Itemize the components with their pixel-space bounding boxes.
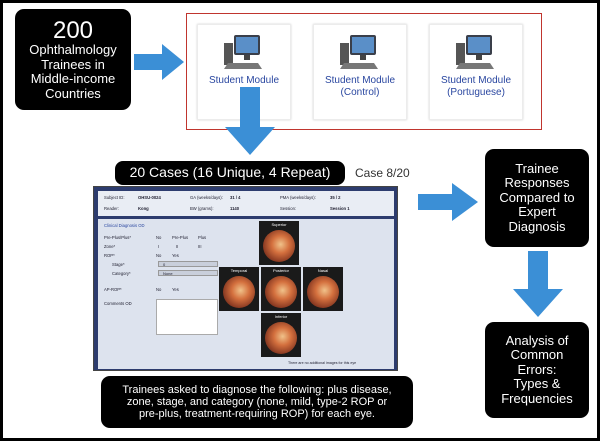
responses-line-3: Compared to [499,189,575,205]
reader-value: Kong [138,206,149,211]
comments-textarea[interactable] [156,299,218,335]
analysis-line-1: Analysis of [505,332,569,348]
aprop-option-no[interactable]: No [156,287,162,292]
zone-option-3[interactable]: III [198,244,202,249]
trainees-count: 200 [52,16,94,44]
responses-line-1: Trainee [515,160,559,176]
analysis-line-3: Errors: [517,361,557,377]
category-value: None [163,271,173,276]
subject-id-label: Subject ID: [104,195,125,200]
trainees-box: 200 Ophthalmology Trainees in Middle-inc… [15,9,131,110]
stage-label: Stage* [112,262,125,267]
arrow-down-icon [513,251,563,317]
fundus-inferior-image[interactable]: Inferior [261,313,301,357]
trainees-line-2: Trainees in [41,56,105,72]
comments-label: Comments OD [104,301,132,306]
instructions-line-1: Trainees asked to diagnose the following… [122,383,392,396]
plus-label: Pre-Plus/Plus* [104,235,131,240]
case-review-screenshot: Subject ID: OHSU-0024 GA (weeks/days): 3… [93,186,398,371]
fundus-nasal-image[interactable]: Nasal [303,267,343,311]
module-label-line-2: (Portuguese) [447,87,505,98]
trainees-line-1: Ophthalmology [29,42,117,57]
student-module-portuguese-card[interactable]: Student Module (Portuguese) [429,24,523,120]
fundus-temporal-label: Temporal [230,268,248,273]
computer-icon [224,35,262,69]
aprop-label: AP-ROP* [104,287,122,292]
analysis-line-4: Types & [513,376,561,392]
module-label-line-2: (Control) [340,87,380,98]
module-label-line-1: Student Module [324,75,396,86]
ga-value: 31 / 4 [230,195,241,200]
cases-text: 20 Cases (16 Unique, 4 Repeat) [129,164,331,181]
instructions-box: Trainees asked to diagnose the following… [101,376,413,428]
fundus-posterior-label: Posterior [272,268,289,273]
zone-option-2[interactable]: II [176,244,179,249]
cases-box: 20 Cases (16 Unique, 4 Repeat) [115,161,345,185]
computer-icon [340,35,378,69]
bw-label: BW (grams): [190,206,214,211]
fundus-superior-label: Superior [271,222,287,227]
aprop-option-yes[interactable]: Yes [172,287,179,292]
ga-label: GA (weeks/days): [190,195,223,200]
session-label: Session: [280,206,297,211]
stage-value: 0 [163,262,166,267]
section-title: Clinical Diagnosis OD [104,223,145,228]
plus-option-no[interactable]: No [156,235,162,240]
category-label: Category* [112,271,131,276]
reader-label: Reader: [104,206,119,211]
plus-option-preplus[interactable]: Pre-Plus [172,235,189,240]
no-additional-images-note: There are no additional images for this … [288,361,357,365]
rop-label: ROP* [104,253,115,258]
fundus-superior-image[interactable]: Superior [259,221,299,265]
pma-label: PMA (weeks/days): [280,195,316,200]
analysis-line-2: Common [510,347,564,363]
arrow-right-icon [418,183,478,221]
trainees-line-3: Middle-income [30,71,116,87]
fundus-inferior-label: Inferior [274,314,288,319]
analysis-line-5: Frequencies [501,390,573,406]
fundus-posterior-image[interactable]: Posterior [261,267,301,311]
arrow-right-icon [134,44,184,80]
computer-icon [456,35,494,69]
case-counter: Case 8/20 [355,166,410,180]
instructions-line-2: zone, stage, and category (none, mild, t… [126,395,388,408]
trainees-line-4: Countries [45,85,101,101]
bw-value: 1140 [230,206,240,211]
responses-box: Trainee Responses Compared to Expert Dia… [485,149,589,247]
rop-option-no[interactable]: No [156,253,162,258]
zone-option-1[interactable]: I [158,244,160,249]
student-module-control-card[interactable]: Student Module (Control) [313,24,407,120]
stage-select[interactable]: 0 [158,261,218,267]
case-header: Subject ID: OHSU-0024 GA (weeks/days): 3… [98,191,394,216]
instructions-line-3: pre-plus, treatment-requiring ROP) for e… [139,408,375,421]
category-select[interactable]: None [158,270,218,276]
responses-line-4: Expert [518,204,556,220]
zone-label: Zone* [104,244,116,249]
rop-option-yes[interactable]: Yes [172,253,179,258]
diagram-canvas: 200 Ophthalmology Trainees in Middle-inc… [3,3,597,438]
fundus-temporal-image[interactable]: Temporal [219,267,259,311]
diagnosis-form: Clinical Diagnosis OD Pre-Plus/Plus* No … [98,219,394,369]
session-value: Session 1 [330,206,350,211]
fundus-nasal-label: Nasal [317,268,329,273]
responses-line-5: Diagnosis [508,218,566,234]
module-label-line-1: Student Module [208,75,280,86]
subject-id-value: OHSU-0024 [138,195,161,200]
arrow-down-icon [225,87,275,155]
plus-option-plus[interactable]: Plus [198,235,207,240]
responses-line-2: Responses [504,175,570,191]
module-label-line-1: Student Module [440,75,512,86]
analysis-box: Analysis of Common Errors: Types & Frequ… [485,322,589,418]
pma-value: 35 / 2 [330,195,341,200]
